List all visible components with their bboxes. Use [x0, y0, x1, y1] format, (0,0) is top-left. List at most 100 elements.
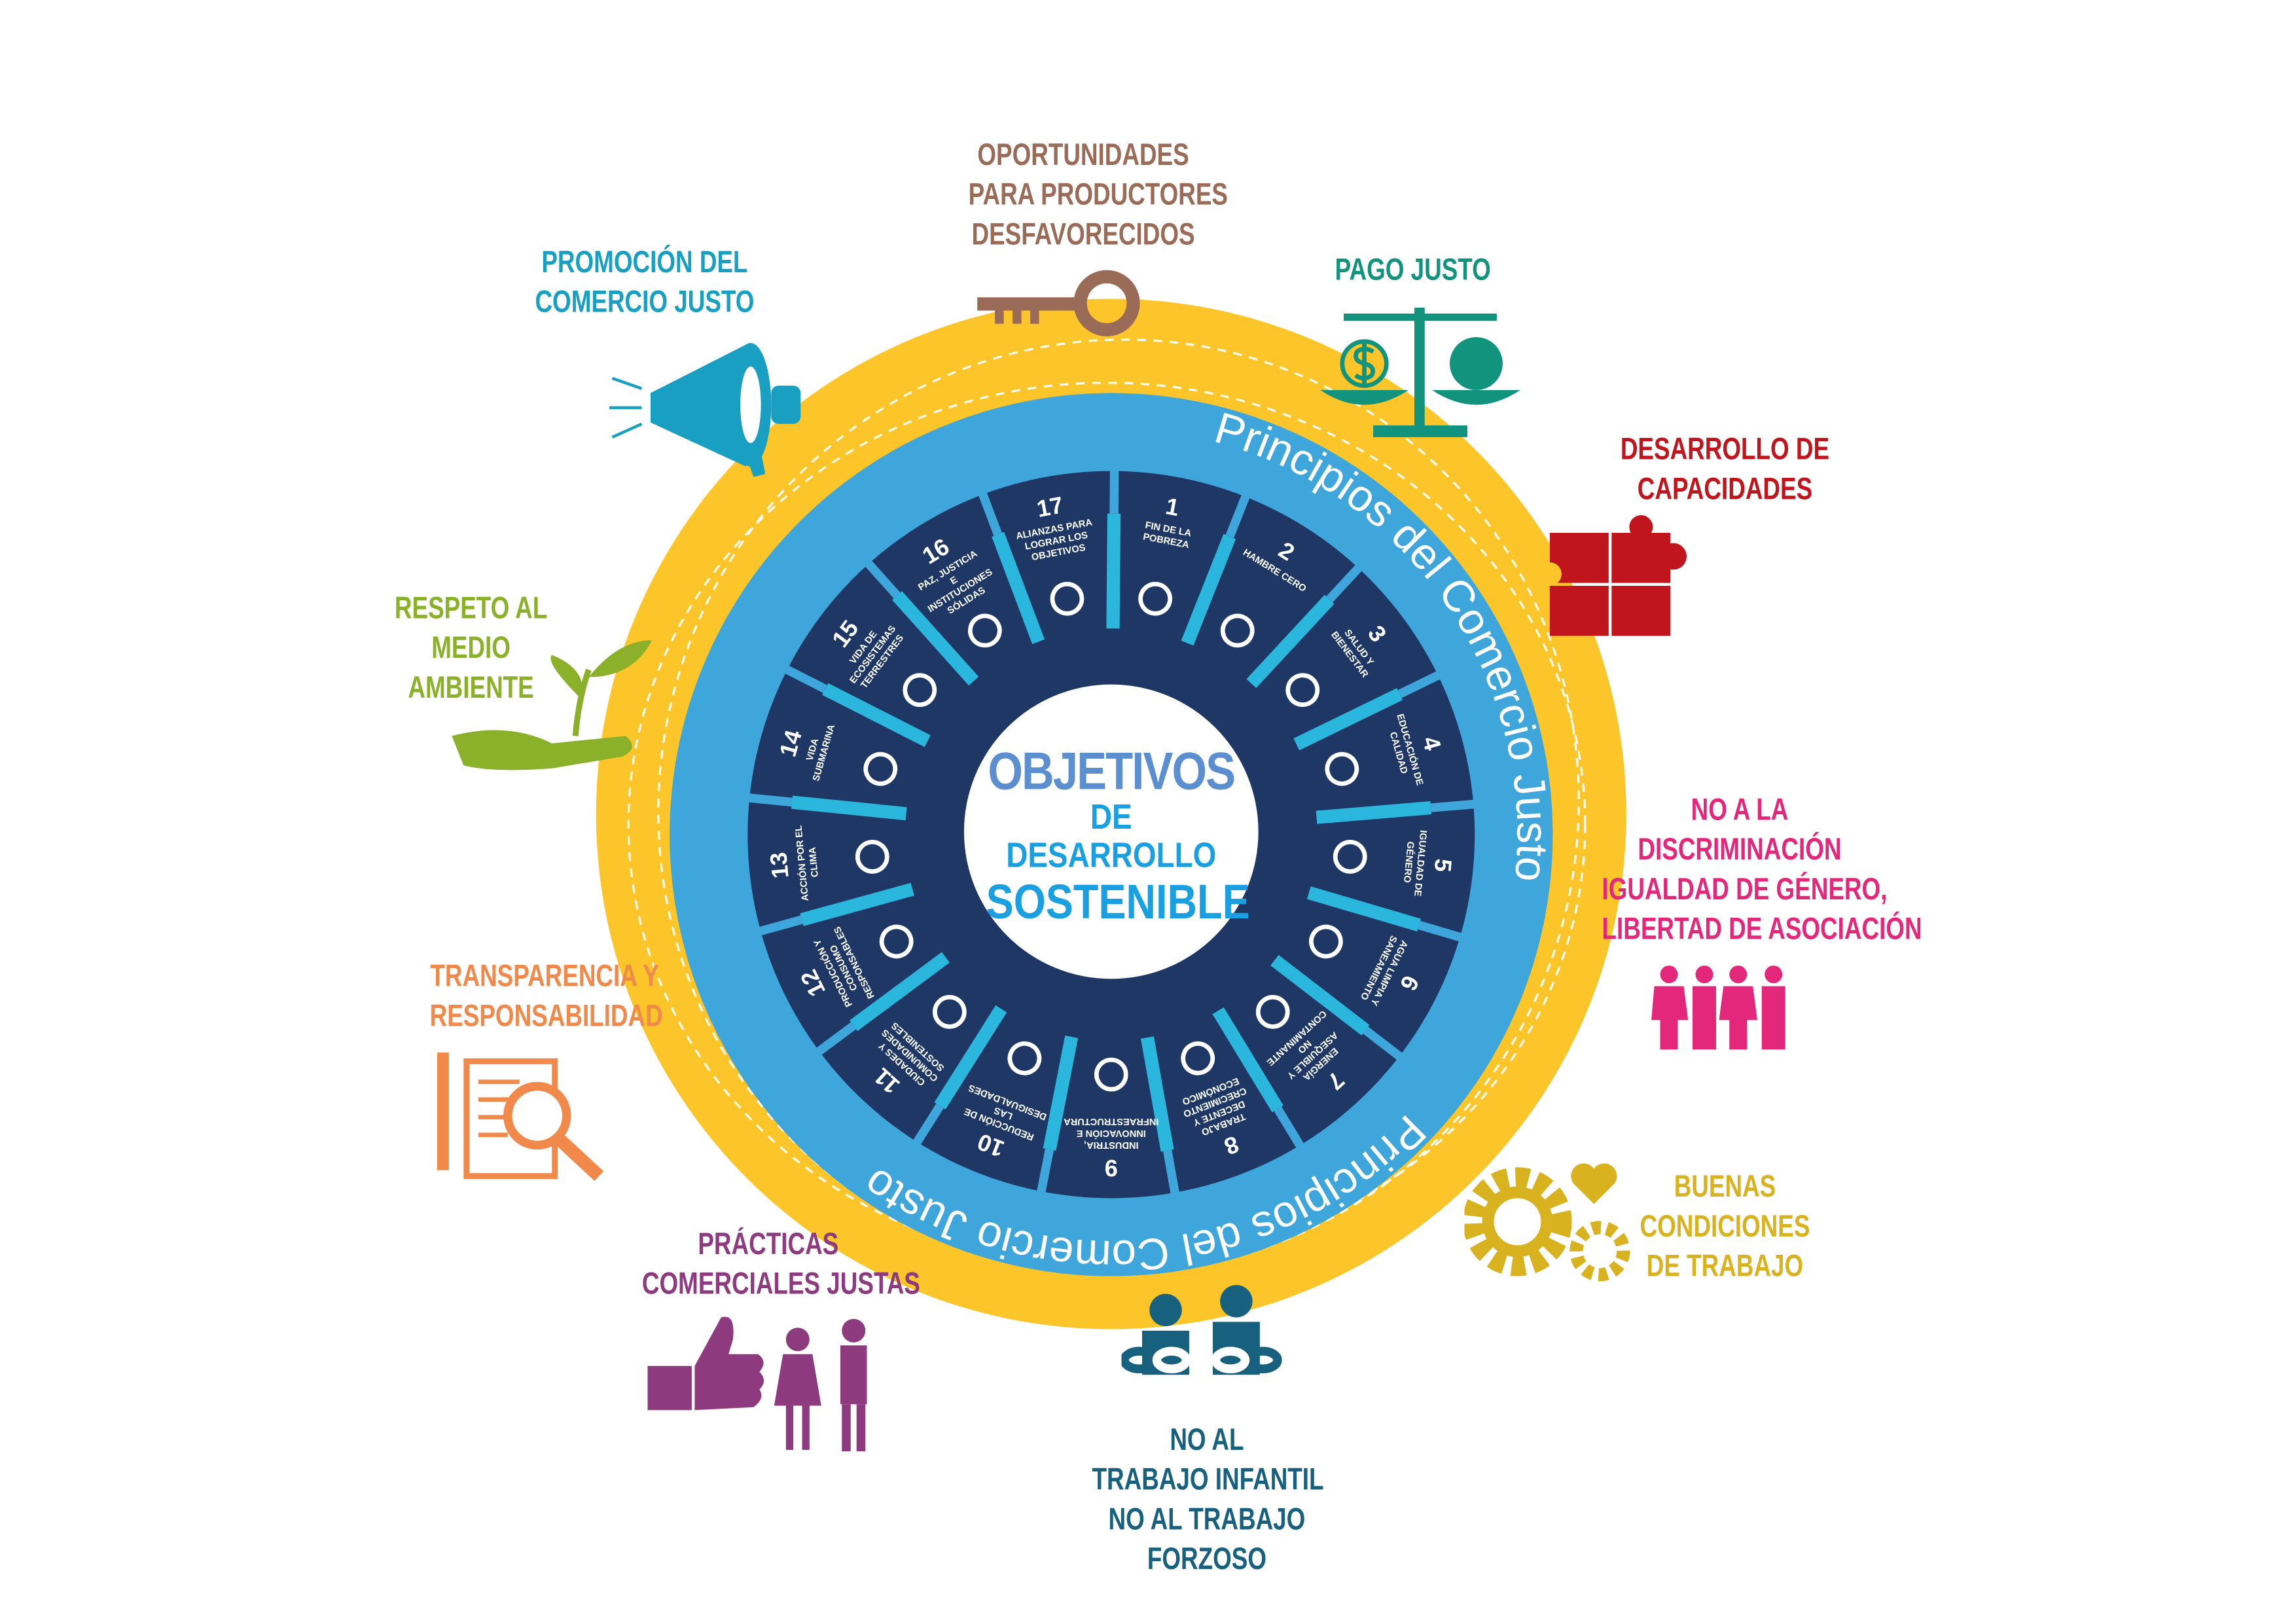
- sdg-goal-icon: [879, 924, 914, 959]
- sdg-goal-icon: [967, 613, 1002, 648]
- label-line: PROMOCIÓN DEL: [541, 245, 748, 280]
- sdg-goal-icon: [932, 995, 967, 1029]
- segment-gap: [1418, 920, 1466, 943]
- segment-gap: [813, 1022, 857, 1058]
- segment-separator: [1140, 1036, 1174, 1152]
- puzzle-icon: [1537, 515, 1687, 636]
- sdg-number: 17: [1035, 491, 1066, 522]
- segment-separator: [822, 683, 931, 748]
- megaphone-icon: [609, 342, 801, 477]
- document-search-icon: [437, 1052, 604, 1182]
- broken-chain-icon: [1121, 1285, 1282, 1375]
- segment-gap: [1397, 669, 1444, 698]
- people-icon: [1651, 965, 1785, 1050]
- sdg-goal-icon: [1309, 924, 1343, 959]
- sdg-segment-9: 9 INDUSTRIA,INNOVACIÓN EINFRAESTRUCTURA: [1064, 1057, 1159, 1182]
- segment-separator: [1306, 886, 1421, 931]
- label-line: IGUALDAD DE GÉNERO,: [1602, 873, 1888, 907]
- principle-ambiente: RESPETO AL MEDIO AMBIENTE: [356, 588, 586, 708]
- label-line: TRABAJO INFANTIL: [1092, 1463, 1324, 1497]
- label-line: DESFAVORECIDOS: [971, 217, 1195, 252]
- label-line: RESPETO AL: [394, 591, 548, 626]
- segment-separator: [992, 532, 1045, 645]
- segment-separator: [1212, 1007, 1283, 1113]
- sdg-label: TRABAJODECENTE YCRECIMIENTOECONÓMICO: [1177, 1074, 1256, 1141]
- segment-gap: [1326, 562, 1365, 603]
- principle-practicas: PRÁCTICAS COMERCIALES JUSTAS: [641, 1225, 920, 1304]
- sdg-label: INDUSTRIA,INNOVACIÓN EINFRAESTRUCTURA: [1064, 1116, 1159, 1150]
- segment-gap: [744, 793, 793, 807]
- segment-gap: [781, 664, 827, 693]
- label-line: TRANSPARENCIA Y: [430, 960, 659, 994]
- segment-separator: [1106, 513, 1121, 629]
- sdg-goal-icon: [1050, 581, 1085, 616]
- label-line: CONDICIONES: [1640, 1210, 1810, 1244]
- label-line: MEDIO: [431, 631, 511, 666]
- sdg-number: 13: [764, 851, 794, 880]
- segment-separator: [1293, 688, 1403, 751]
- logo-line-3: SOSTENIBLE: [986, 874, 1250, 929]
- label-line: NO A LA: [1691, 793, 1789, 827]
- segment-gap: [1109, 466, 1119, 514]
- label-line: DE TRABAJO: [1646, 1250, 1804, 1284]
- label-line: RESPONSABILIDAD: [429, 999, 663, 1034]
- label-line: NO AL: [1170, 1423, 1244, 1458]
- segment-gap: [755, 915, 803, 937]
- label-line: NO AL TRABAJO: [1108, 1502, 1306, 1537]
- segment-separator: [1316, 801, 1432, 824]
- sdg-goal-icon: [1333, 839, 1367, 874]
- label-line: PARA PRODUCTORES: [968, 178, 1228, 212]
- hand-plant-icon: [452, 640, 653, 770]
- label-line: PRÁCTICAS: [698, 1227, 839, 1262]
- segment-separator: [849, 952, 950, 1032]
- sdg-goal-icon: [863, 751, 898, 786]
- sdg-number: 5: [1429, 857, 1458, 873]
- label-line: CAPACIDADES: [1637, 472, 1813, 507]
- sdg-label: ALIANZAS PARALOGRAR LOSOBJETIVOS: [1015, 517, 1098, 565]
- principle-discriminacion: NO A LA DISCRIMINACIÓN IGUALDAD DE GÉNER…: [1602, 791, 1922, 950]
- segment-gap: [1036, 1148, 1054, 1197]
- thumbs-up-people-icon: [647, 1316, 867, 1452]
- principle-capacidades: DESARROLLO DE CAPACIDADES: [1610, 430, 1840, 509]
- label-line: COMERCIO JUSTO: [535, 285, 755, 319]
- sdg-goal-icon: [1255, 995, 1290, 1029]
- sdg-number: 9: [1105, 1155, 1118, 1182]
- sdg-goal-icon: [1138, 581, 1172, 616]
- label-line: BUENAS: [1674, 1170, 1776, 1204]
- segment-gap: [1363, 1026, 1406, 1063]
- label-line: PAGO JUSTO: [1335, 253, 1491, 287]
- segment-gap: [1162, 1149, 1180, 1198]
- center-circle: [963, 684, 1259, 979]
- sdg-goal-icon: [1285, 673, 1320, 707]
- segment-separator: [791, 795, 907, 821]
- segment-separator: [892, 591, 979, 686]
- segment-gap: [862, 557, 901, 599]
- label-line: DISCRIMINACIÓN: [1638, 833, 1842, 867]
- sdg-goal-icon: [1220, 613, 1255, 648]
- sdg-goal-icon: [855, 839, 889, 874]
- key-icon: [977, 270, 1140, 336]
- label-line: OPORTUNIDADES: [977, 138, 1189, 173]
- principle-infantil: NO AL TRABAJO INFANTIL NO AL TRABAJO FOR…: [1092, 1420, 1324, 1579]
- logo-line-2: DE DESARROLLO: [1006, 797, 1217, 876]
- segment-gap: [977, 488, 1002, 536]
- segment-separator: [1270, 954, 1370, 1036]
- sdg-goal-icon: [903, 673, 937, 707]
- segment-gap: [1274, 1106, 1306, 1152]
- label-line: FORZOSO: [1147, 1542, 1267, 1577]
- segment-gap: [1430, 799, 1479, 812]
- principle-pago-justo: PAGO JUSTO: [1298, 250, 1528, 290]
- principle-promocion: PROMOCIÓN DEL COMERCIO JUSTO: [530, 243, 760, 322]
- segment-gap: [910, 1103, 944, 1148]
- label-line: COMERCIALES JUSTAS: [641, 1267, 920, 1301]
- segment-separator: [934, 1005, 1007, 1110]
- segment-separator: [1246, 594, 1335, 689]
- segment-gap: [1225, 491, 1251, 538]
- balance-scale-icon: [1320, 307, 1520, 437]
- sdg-goal-icon: [1181, 1041, 1215, 1075]
- label-line: LIBERTAD DE ASOCIACIÓN: [1602, 912, 1922, 947]
- label-line: AMBIENTE: [408, 671, 534, 706]
